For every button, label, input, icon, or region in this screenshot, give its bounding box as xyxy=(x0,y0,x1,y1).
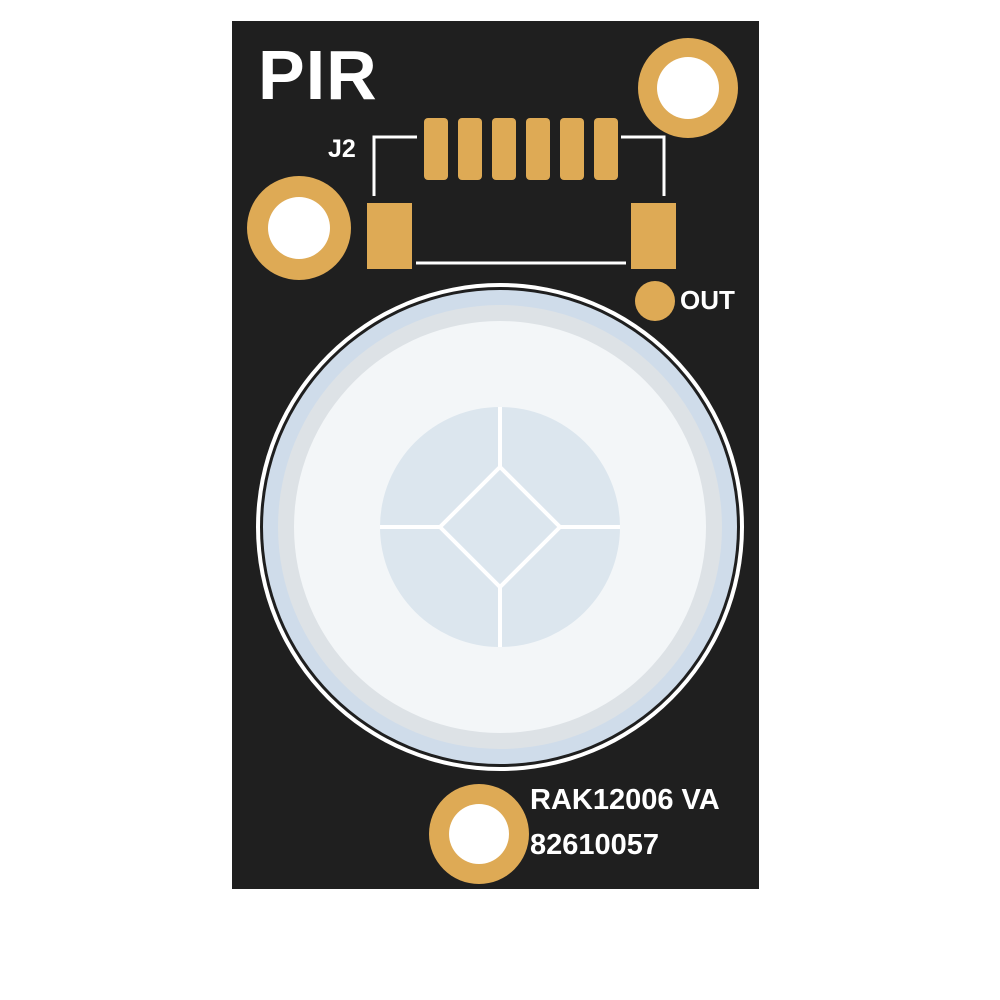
lens-facets xyxy=(380,407,620,647)
out-test-pad xyxy=(635,281,675,321)
mounting-hole-left xyxy=(247,176,351,280)
connector-j2-pins xyxy=(367,118,676,269)
mounting-hole-top-right xyxy=(638,38,738,138)
output-pin-label: OUT xyxy=(680,285,735,315)
connector-pin-4 xyxy=(526,118,550,180)
model-number: RAK12006 VA xyxy=(530,784,720,816)
mounting-hole-bottom xyxy=(429,784,529,884)
serial-number: 82610057 xyxy=(530,829,660,861)
connector-label: J2 xyxy=(328,135,356,163)
connector-pin-1 xyxy=(424,118,448,180)
connector-pin-6 xyxy=(594,118,618,180)
connector-anchor-pad-right xyxy=(631,203,676,269)
connector-pin-2 xyxy=(458,118,482,180)
connector-j2-outline xyxy=(372,135,666,265)
board-title: PIR xyxy=(258,36,378,114)
connector-pin-5 xyxy=(560,118,584,180)
connector-pin-3 xyxy=(492,118,516,180)
connector-anchor-pad-left xyxy=(367,203,412,269)
